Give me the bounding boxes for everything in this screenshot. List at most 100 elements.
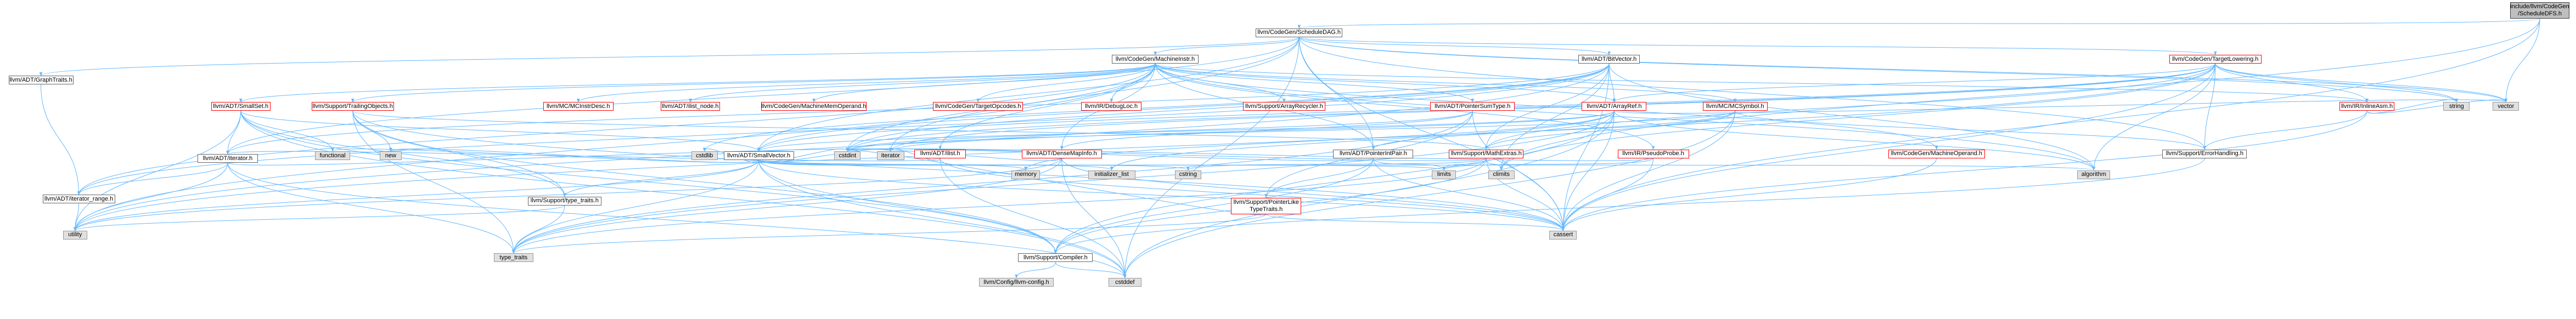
node-adtiterator[interactable]: llvm/ADT/iterator.h xyxy=(197,154,258,163)
edge-150 xyxy=(74,158,1062,231)
node-ilistnode[interactable]: llvm/ADT/ilist_node.h xyxy=(660,102,720,111)
edge-64 xyxy=(226,111,241,155)
edge-113 xyxy=(1484,111,1736,150)
edge-52 xyxy=(2215,63,2369,102)
edge-28 xyxy=(1155,63,1737,102)
edge-124 xyxy=(1373,158,1565,231)
edge-48 xyxy=(703,64,1610,152)
node-pointerintpair[interactable]: llvm/ADT/PointerIntPair.h xyxy=(1333,149,1414,158)
edge-44 xyxy=(1608,64,2095,171)
edge-119 xyxy=(1561,111,2367,231)
node-pointersumtype[interactable]: llvm/ADT/PointerSumType.h xyxy=(1430,102,1515,111)
edge-141 xyxy=(511,205,565,254)
node-llvmconfig[interactable]: llvm/Config/llvm-config.h xyxy=(979,278,1054,287)
edge-55 xyxy=(2092,64,2216,171)
edge-100 xyxy=(846,110,1473,152)
edge-1 xyxy=(2504,18,2540,102)
edge-136 xyxy=(1442,158,1654,171)
edge-39 xyxy=(1608,64,1616,102)
edge-117 xyxy=(846,110,1736,152)
node-machineinstr[interactable]: llvm/CodeGen/MachineInstr.h xyxy=(1112,55,1199,64)
edge-57 xyxy=(1500,64,2216,171)
node-inlineasm[interactable]: llvm/IR/InlineAsm.h xyxy=(2339,102,2395,111)
node-debugloc[interactable]: llvm/IR/DebugLoc.h xyxy=(1081,102,1142,111)
edge-123 xyxy=(1054,158,1374,254)
edge-140 xyxy=(74,205,565,231)
edge-26 xyxy=(1155,63,1474,102)
node-memory: memory xyxy=(1011,170,1040,179)
node-vector: vector xyxy=(2493,102,2519,111)
edge-116 xyxy=(1123,111,1736,278)
node-smallvector[interactable]: llvm/ADT/SmallVector.h xyxy=(723,151,794,160)
node-iterator: iterator xyxy=(876,151,904,160)
edge-18 xyxy=(239,63,1156,102)
node-machineoperand[interactable]: llvm/CodeGen/MachineOperand.h xyxy=(1888,149,1985,158)
node-typetraits-llvm[interactable]: llvm/Support/type_traits.h xyxy=(527,196,601,206)
edge-85 xyxy=(758,160,1127,278)
node-compiler[interactable]: llvm/Support/Compiler.h xyxy=(1018,253,1093,263)
edge-32 xyxy=(1155,64,1938,150)
edge-153 xyxy=(940,158,1127,278)
node-mcinstrdesc[interactable]: llvm/MC/MCInstrDesc.h xyxy=(543,102,614,111)
edge-5 xyxy=(1154,37,1300,55)
node-smallset[interactable]: llvm/ADT/SmallSet.h xyxy=(211,102,271,111)
edge-43 xyxy=(1484,64,1610,150)
node-targetopcodes[interactable]: llvm/CodeGen/TargetOpcodes.h xyxy=(933,102,1023,111)
edge-50 xyxy=(1612,63,2216,102)
node-densemapinfo[interactable]: llvm/ADT/DenseMapInfo.h xyxy=(1021,149,1102,158)
node-bitvector[interactable]: llvm/ADT/BitVector.h xyxy=(1578,55,1640,64)
edge-8 xyxy=(226,37,1300,155)
node-ilist[interactable]: llvm/ADT/ilist.h xyxy=(914,149,966,158)
node-string: string xyxy=(2443,102,2470,111)
edge-3 xyxy=(1500,18,2540,171)
node-cassert: cassert xyxy=(1549,230,1577,240)
edge-49 xyxy=(74,64,1610,231)
node-targetlowering[interactable]: llvm/CodeGen/TargetLowering.h xyxy=(2169,55,2262,64)
edge-126 xyxy=(1373,158,1446,171)
edge-59 xyxy=(889,64,2216,152)
node-mcsymbol[interactable]: llvm/MC/MCSymbol.h xyxy=(1702,102,1768,111)
edge-137 xyxy=(1561,158,1937,231)
edge-17 xyxy=(41,84,81,196)
edge-109 xyxy=(1024,111,1615,171)
edge-22 xyxy=(812,63,1156,102)
node-pseudoprobe[interactable]: llvm/IR/PseudoProbe.h xyxy=(1617,149,1689,158)
edge-79 xyxy=(227,163,515,254)
node-scheduledag[interactable]: llvm/CodeGen/ScheduleDAG.h xyxy=(1256,28,1343,37)
edge-13 xyxy=(1123,37,1300,278)
node-graphtraits[interactable]: llvm/ADT/GraphTraits.h xyxy=(8,76,74,84)
edge-14 xyxy=(889,37,1300,152)
edge-104 xyxy=(1613,111,2095,171)
edge-74 xyxy=(352,111,392,152)
edge-128 xyxy=(1486,158,1565,231)
edge-97 xyxy=(1060,111,1473,150)
edge-29 xyxy=(1155,63,2369,102)
node-pointerliketypetraits[interactable]: llvm/Support/PointerLike TypeTraits.h xyxy=(1231,197,1302,214)
node-arrayrecycler[interactable]: llvm/Support/ArrayRecycler.h xyxy=(1242,102,1325,111)
edge-91 xyxy=(758,160,1446,171)
edge-77 xyxy=(227,163,1127,278)
node-algorithm: algorithm xyxy=(2077,170,2111,179)
edge-41 xyxy=(77,64,1610,196)
edge-118 xyxy=(2203,111,2367,150)
edge-73 xyxy=(352,111,1565,231)
node-iteratorrange[interactable]: llvm/ADT/iterator_range.h xyxy=(42,195,115,204)
edge-155 xyxy=(1015,262,1056,278)
node-trailingobjects[interactable]: llvm/Support/TrailingObjects.h xyxy=(311,102,394,111)
edge-92 xyxy=(758,160,1027,171)
edge-45 xyxy=(1561,64,1610,231)
edge-10 xyxy=(1298,37,2207,150)
edge-69 xyxy=(74,111,241,231)
node-errorhandling[interactable]: llvm/Support/ErrorHandling.h xyxy=(2162,149,2247,158)
node-functional: functional xyxy=(314,151,350,160)
edge-9 xyxy=(757,37,1300,152)
edge-102 xyxy=(757,110,1615,152)
edge-16 xyxy=(1298,37,2507,102)
node-machinememoperand[interactable]: llvm/CodeGen/MachineMemOperand.h xyxy=(761,102,867,111)
node-initializer-list: initializer_list xyxy=(1088,170,1135,179)
edge-7 xyxy=(1298,37,2217,55)
node-arrayref[interactable]: llvm/ADT/ArrayRef.h xyxy=(1582,102,1647,111)
node-mathextras[interactable]: llvm/Support/MathExtras.h xyxy=(1449,149,1524,158)
edge-63 xyxy=(240,110,761,152)
edge-20 xyxy=(577,63,1156,102)
